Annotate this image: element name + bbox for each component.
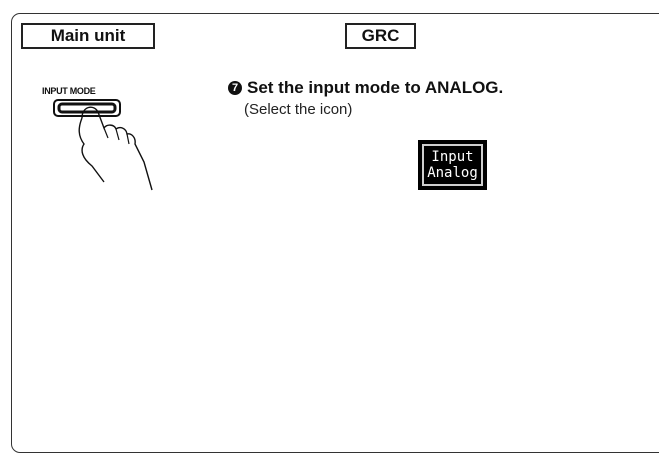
main-unit-label: Main unit bbox=[21, 23, 155, 49]
input-mode-button-label: INPUT MODE bbox=[42, 86, 96, 96]
hand-pressing-button-icon bbox=[53, 99, 153, 191]
step-sub-instruction: (Select the icon) bbox=[244, 101, 353, 118]
hand-palm-outline bbox=[78, 117, 105, 183]
finger-outline bbox=[81, 106, 153, 191]
input-analog-icon-face: Input Analog bbox=[422, 144, 483, 186]
icon-line-1: Input bbox=[431, 149, 474, 165]
knuckle-line-1 bbox=[103, 127, 109, 139]
grc-label: GRC bbox=[345, 23, 416, 49]
input-analog-icon[interactable]: Input Analog bbox=[418, 140, 487, 190]
knuckle-line-2 bbox=[115, 128, 120, 141]
knuckle-line-3 bbox=[126, 133, 130, 145]
step-number-badge: 7 bbox=[228, 81, 242, 95]
step-instruction: Set the input mode to ANALOG. bbox=[247, 78, 504, 97]
step-heading: 7 Set the input mode to ANALOG. bbox=[228, 78, 503, 98]
icon-line-2: Analog bbox=[427, 165, 478, 181]
